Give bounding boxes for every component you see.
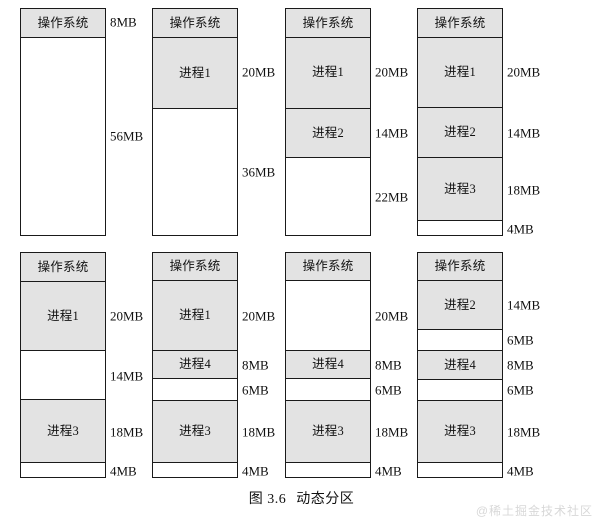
free-segment xyxy=(418,328,502,351)
size-label: 20MB xyxy=(242,64,276,80)
size-label: 18MB xyxy=(110,424,144,440)
memory-box-b: 操作系统进程1 xyxy=(152,8,238,236)
size-label: 8MB xyxy=(242,357,269,373)
process-segment: 进程1 xyxy=(153,37,237,108)
watermark: @稀土掘金技术社区 xyxy=(475,504,593,518)
size-label: 18MB xyxy=(507,424,541,440)
memory-box-h: 操作系统进程2 进程4 进程3 xyxy=(417,252,503,478)
process-segment: 进程3 xyxy=(286,399,370,463)
size-label-column-h: 14MB 6MB 8MB 6MB 18MB 4MB xyxy=(507,252,567,478)
process-segment: 进程4 xyxy=(153,349,237,379)
size-label: 4MB xyxy=(375,463,402,479)
size-label: 8MB xyxy=(375,357,402,373)
size-label-column-c: 20MB 14MB 22MB xyxy=(375,8,435,236)
memory-box-a: 操作系统 xyxy=(20,8,106,236)
process-segment: 进程3 xyxy=(153,399,237,463)
size-label: 36MB xyxy=(242,164,276,180)
size-label: 20MB xyxy=(110,308,144,324)
process-segment: 进程2 xyxy=(418,107,502,157)
size-label: 8MB xyxy=(507,357,534,373)
size-label: 18MB xyxy=(507,182,541,198)
size-label-column-f: 20MB 8MB 6MB 18MB 4MB xyxy=(242,252,302,478)
process-segment: 进程1 xyxy=(286,36,370,108)
os-segment: 操作系统 xyxy=(153,9,237,37)
size-label: 56MB xyxy=(110,128,144,144)
process-segment: 进程3 xyxy=(21,399,105,463)
free-segment xyxy=(21,462,105,477)
size-label: 14MB xyxy=(375,125,409,141)
size-label: 6MB xyxy=(507,382,534,398)
free-segment xyxy=(418,220,502,235)
os-segment: 操作系统 xyxy=(21,9,105,38)
free-segment xyxy=(153,108,237,235)
process-segment: 进程1 xyxy=(418,36,502,108)
size-label: 18MB xyxy=(242,424,276,440)
size-label-column-d: 20MB 14MB 18MB 4MB xyxy=(507,8,567,236)
size-label: 4MB xyxy=(110,463,137,479)
size-label-column-a: 8MB 56MB xyxy=(110,8,170,236)
caption-title: 动态分区 xyxy=(296,492,355,507)
process-segment: 进程2 xyxy=(286,107,370,158)
size-label-column-e: 20MB 14MB 18MB 4MB xyxy=(110,252,170,478)
size-label: 20MB xyxy=(507,64,541,80)
size-label: 4MB xyxy=(507,463,534,479)
os-segment: 操作系统 xyxy=(418,253,502,281)
free-segment xyxy=(286,280,370,350)
size-label: 14MB xyxy=(507,297,541,313)
free-segment xyxy=(418,378,502,401)
os-segment: 操作系统 xyxy=(418,9,502,37)
free-segment xyxy=(286,157,370,235)
size-label: 8MB xyxy=(110,14,137,30)
caption-number: 图 3.6 xyxy=(248,492,287,507)
os-segment: 操作系统 xyxy=(21,253,105,281)
size-label: 4MB xyxy=(242,463,269,479)
free-segment xyxy=(418,462,502,477)
size-label: 20MB xyxy=(242,308,276,324)
size-label: 18MB xyxy=(375,424,409,440)
memory-box-g: 操作系统进程4 进程3 xyxy=(285,252,371,478)
process-segment: 进程3 xyxy=(418,400,502,463)
size-label: 6MB xyxy=(507,332,534,348)
size-label-column-g: 20MB 8MB 6MB 18MB 4MB xyxy=(375,252,435,478)
size-label: 4MB xyxy=(507,221,534,237)
os-segment: 操作系统 xyxy=(286,253,370,281)
size-label-column-b: 20MB 36MB xyxy=(242,8,302,236)
free-segment xyxy=(153,462,237,477)
process-segment: 进程4 xyxy=(286,349,370,379)
process-segment: 进程3 xyxy=(418,156,502,221)
process-segment: 进程2 xyxy=(418,280,502,329)
process-segment: 进程1 xyxy=(21,280,105,351)
size-label: 14MB xyxy=(110,368,144,384)
free-segment xyxy=(286,462,370,477)
memory-box-e: 操作系统进程1 进程3 xyxy=(20,252,106,478)
size-label: 6MB xyxy=(242,382,269,398)
process-segment: 进程4 xyxy=(418,350,502,379)
size-label: 6MB xyxy=(375,382,402,398)
size-label: 22MB xyxy=(375,189,409,205)
size-label: 20MB xyxy=(375,308,409,324)
os-segment: 操作系统 xyxy=(153,253,237,281)
size-label: 14MB xyxy=(507,125,541,141)
free-segment xyxy=(153,378,237,400)
free-segment xyxy=(21,350,105,400)
free-segment xyxy=(286,378,370,400)
os-segment: 操作系统 xyxy=(286,9,370,37)
free-segment xyxy=(21,37,105,235)
size-label: 20MB xyxy=(375,64,409,80)
process-segment: 进程1 xyxy=(153,280,237,350)
figure-caption: 图 3.6 动态分区 xyxy=(0,488,603,508)
